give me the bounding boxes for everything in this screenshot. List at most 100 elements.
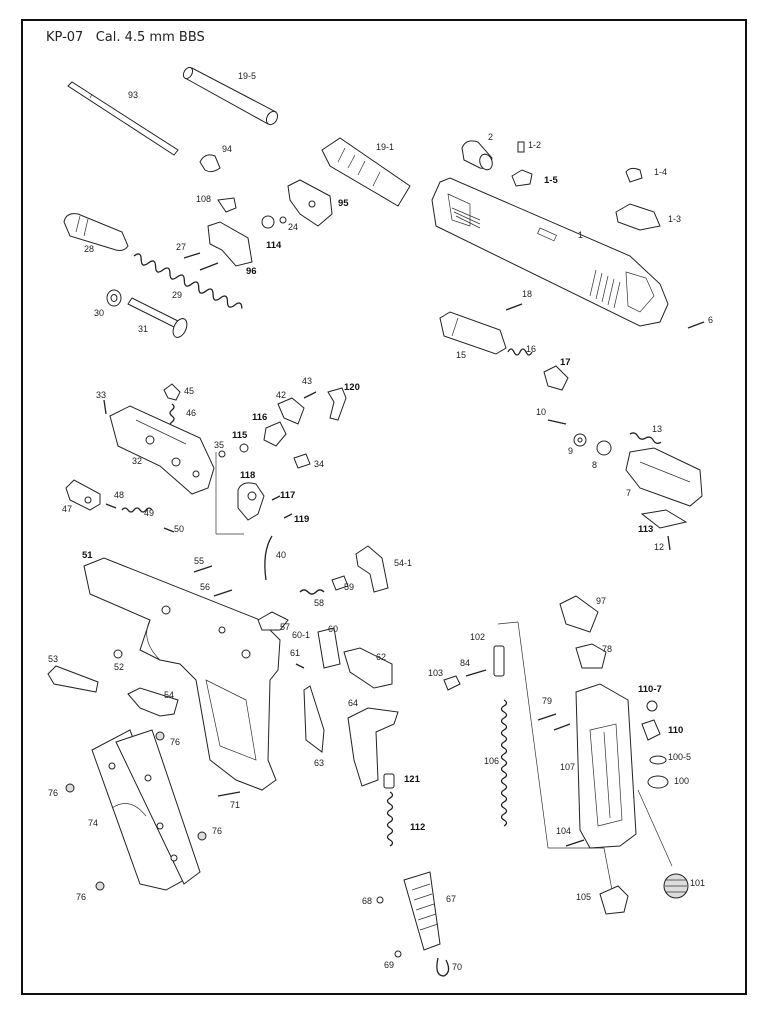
part-1-4-1-3-rear-sight bbox=[615, 167, 661, 231]
part-54-1-lever bbox=[355, 545, 389, 593]
part-51-frame bbox=[83, 557, 281, 791]
label-55: 55 bbox=[194, 556, 204, 566]
label-119: 119 bbox=[294, 514, 309, 525]
label-6: 6 bbox=[708, 315, 713, 325]
part-105-base-plate bbox=[599, 885, 629, 915]
part-13-spring bbox=[629, 432, 662, 444]
label-105: 105 bbox=[576, 892, 591, 902]
label-113: 113 bbox=[638, 524, 653, 535]
label-106: 106 bbox=[484, 756, 499, 766]
label-110-7: 110-7 bbox=[638, 684, 662, 695]
part-33-screw bbox=[103, 399, 107, 415]
label-34: 34 bbox=[314, 459, 324, 469]
label-84: 84 bbox=[460, 658, 470, 668]
label-1-3: 1-3 bbox=[668, 214, 681, 224]
part-76-grip-screws bbox=[65, 731, 207, 891]
part-16-spring bbox=[507, 348, 533, 356]
label-8: 8 bbox=[592, 460, 597, 470]
part-27-pin bbox=[183, 252, 201, 259]
label-101: 101 bbox=[690, 878, 705, 888]
part-104-pin bbox=[565, 839, 585, 847]
part-95-hop-chamber bbox=[287, 179, 333, 227]
label-68: 68 bbox=[362, 896, 372, 906]
label-63: 63 bbox=[314, 758, 324, 768]
part-15-nozzle bbox=[439, 311, 507, 355]
label-102: 102 bbox=[470, 632, 485, 642]
part-18-pin bbox=[505, 303, 523, 311]
diagram-frame bbox=[21, 19, 747, 995]
label-95: 95 bbox=[338, 198, 349, 209]
label-51: 51 bbox=[82, 550, 93, 561]
part-71-pin bbox=[217, 791, 241, 797]
label-10: 10 bbox=[536, 407, 546, 417]
part-68-69-70-parts bbox=[376, 896, 450, 977]
part-47-48-49-50-parts bbox=[65, 479, 175, 533]
part-55-56-pins bbox=[193, 565, 233, 597]
label-1-5: 1-5 bbox=[544, 175, 558, 186]
label-24: 24 bbox=[288, 222, 298, 232]
label-35: 35 bbox=[214, 440, 224, 450]
label-117: 117 bbox=[280, 490, 295, 501]
part-40-spring bbox=[264, 535, 273, 581]
label-18: 18 bbox=[522, 289, 532, 299]
label-53: 53 bbox=[48, 654, 58, 664]
diagram-title: KP-07 Cal. 4.5 mm BBS bbox=[46, 30, 205, 45]
label-78: 78 bbox=[602, 644, 612, 654]
part-24-114-washers bbox=[261, 215, 287, 229]
label-48: 48 bbox=[114, 490, 124, 500]
part-19-5-outer-barrel-tube bbox=[182, 66, 279, 126]
label-115: 115 bbox=[232, 430, 248, 441]
label-30: 30 bbox=[94, 308, 104, 318]
label-96: 96 bbox=[246, 266, 257, 277]
label-7: 7 bbox=[626, 488, 631, 498]
part-64-trigger bbox=[347, 707, 399, 787]
label-12: 12 bbox=[654, 542, 664, 552]
part-113-12-parts bbox=[640, 509, 688, 551]
part-32-hammer-housing bbox=[109, 405, 215, 495]
label-46: 46 bbox=[186, 408, 196, 418]
label-2: 2 bbox=[488, 132, 493, 142]
part-1-slide bbox=[431, 177, 669, 327]
label-112: 112 bbox=[410, 822, 425, 833]
part-121-112-mainspring bbox=[383, 773, 395, 847]
label-76-b: 76 bbox=[48, 788, 58, 798]
label-104: 104 bbox=[556, 826, 571, 836]
part-60-61-62-parts bbox=[295, 627, 393, 689]
part-110-7-110-valve bbox=[641, 700, 661, 741]
part-54-safety bbox=[127, 687, 179, 717]
label-16: 16 bbox=[526, 344, 536, 354]
label-97: 97 bbox=[596, 596, 606, 606]
label-76-c: 76 bbox=[212, 826, 222, 836]
label-47: 47 bbox=[62, 504, 72, 514]
label-33: 33 bbox=[96, 390, 106, 400]
label-40: 40 bbox=[276, 550, 286, 560]
label-57: 57 bbox=[280, 622, 290, 632]
label-103: 103 bbox=[428, 668, 443, 678]
part-45-46-parts bbox=[163, 383, 181, 429]
part-31-guide-rod bbox=[127, 297, 188, 338]
label-56: 56 bbox=[200, 582, 210, 592]
label-108: 108 bbox=[196, 194, 211, 204]
part-59-58-57-parts bbox=[257, 575, 349, 631]
part-94-barrel-bushing-small bbox=[199, 154, 221, 173]
label-107: 107 bbox=[560, 762, 575, 772]
label-45: 45 bbox=[184, 386, 194, 396]
part-100-5-100-parts bbox=[647, 755, 669, 789]
part-93-inner-barrel bbox=[67, 81, 179, 156]
part-7-blowback-housing bbox=[625, 447, 703, 507]
part-102-103-84-valve-parts bbox=[443, 645, 505, 691]
label-114: 114 bbox=[266, 240, 282, 251]
part-30-washer bbox=[106, 289, 122, 307]
label-29: 29 bbox=[172, 290, 182, 300]
label-15: 15 bbox=[456, 350, 466, 360]
label-64: 64 bbox=[348, 698, 358, 708]
label-31: 31 bbox=[138, 324, 148, 334]
part-1-2-1-5-front-sight bbox=[511, 141, 533, 187]
label-19-5: 19-5 bbox=[238, 71, 256, 81]
part-97-78-magazine-lips bbox=[559, 595, 607, 669]
label-32: 32 bbox=[132, 456, 142, 466]
label-50: 50 bbox=[174, 524, 184, 534]
label-13: 13 bbox=[652, 424, 662, 434]
part-29-recoil-spring bbox=[133, 253, 243, 309]
part-79-pins bbox=[537, 713, 571, 731]
